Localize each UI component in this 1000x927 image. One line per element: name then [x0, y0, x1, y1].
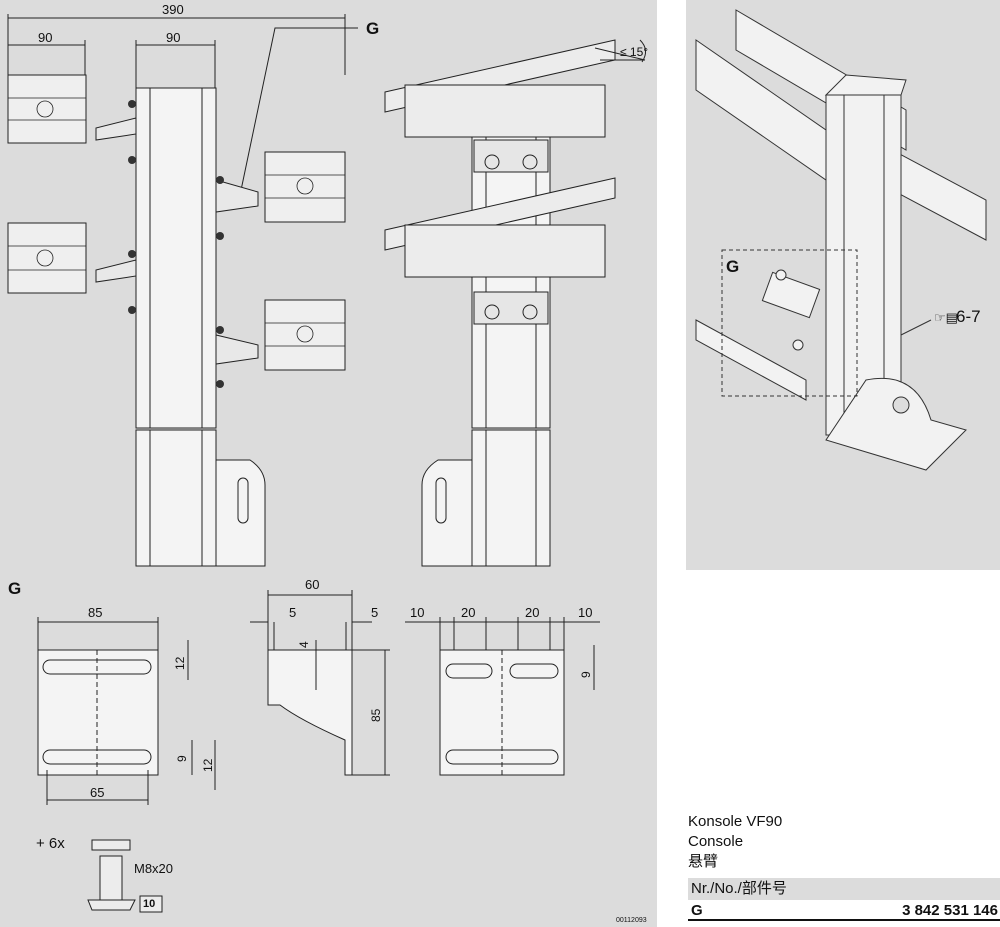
technical-drawing: 390 90 90 G ≤ 15° G 85 65 12 9 12 60 5 5…	[7, 2, 648, 924]
page-ref: 6-7	[956, 307, 981, 326]
product-name-zh: 悬臂	[688, 853, 719, 870]
dim-back-c: 20	[525, 605, 539, 620]
dim-side-left: 5	[289, 605, 296, 620]
dim-side-right: 5	[371, 605, 378, 620]
hardware-nut-label: 10	[143, 898, 155, 910]
dim-bracket-width: 85	[88, 605, 102, 620]
dim-left-width: 90	[38, 30, 52, 45]
dim-back-d: 10	[578, 605, 592, 620]
detail-label-g: G	[366, 19, 379, 38]
page-ref-icon: ☞▤	[934, 310, 958, 325]
drawing-number: 00112093	[616, 917, 647, 924]
dim-slot-bottom-a: 9	[175, 755, 189, 762]
product-info: Konsole VF90 Console 悬臂	[688, 812, 1000, 872]
dim-side-height: 85	[369, 708, 383, 722]
part-key: G	[691, 902, 703, 919]
product-name-de: Konsole VF90	[688, 813, 783, 830]
dim-back-b: 20	[461, 605, 475, 620]
section-label-g: G	[8, 579, 21, 598]
dim-side-width: 60	[305, 577, 319, 592]
hardware-qty: + 6x	[36, 835, 65, 852]
dim-back-a: 10	[410, 605, 424, 620]
product-name-en: Console	[688, 833, 744, 850]
part-table-row: G 3 842 531 146	[688, 901, 1000, 921]
isometric-view: G ☞▤ 6-7	[695, 9, 987, 471]
dim-back-slot: 9	[579, 671, 593, 678]
part-table-header: Nr./No./部件号	[688, 878, 1000, 900]
hardware-screw: M8x20	[134, 861, 173, 876]
dim-slot-gap: 65	[90, 785, 104, 800]
dim-slot-top: 12	[173, 656, 187, 670]
dim-post-width: 90	[166, 30, 180, 45]
angle-note: ≤ 15°	[620, 45, 648, 59]
dim-overall: 390	[162, 2, 184, 17]
iso-detail-label: G	[726, 257, 739, 276]
part-number: 3 842 531 146	[902, 902, 998, 919]
dim-side-hole: 4	[297, 641, 311, 648]
dim-slot-bottom-b: 12	[201, 758, 215, 772]
